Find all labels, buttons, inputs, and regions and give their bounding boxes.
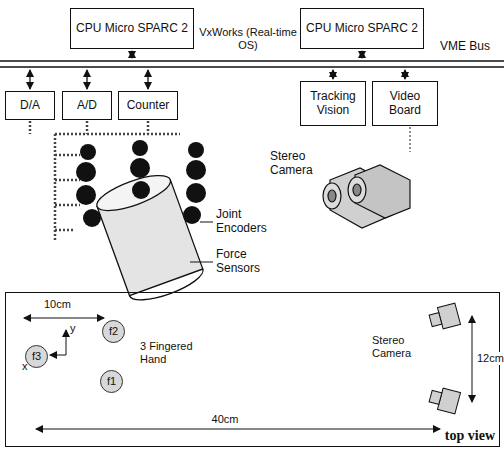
finger-circle: f2 — [102, 320, 125, 343]
board-box: D/A — [5, 91, 55, 120]
part-label: Stereo Camera — [270, 150, 330, 178]
finger-circle: f3 — [25, 345, 48, 368]
cpu-box: CPU Micro SPARC 2 — [300, 8, 424, 49]
cpu-box: CPU Micro SPARC 2 — [70, 8, 194, 49]
node-label: CPU Micro SPARC 2 — [76, 22, 188, 36]
part-label: Joint Encoders — [216, 208, 286, 236]
node-label: f3 — [32, 350, 41, 363]
node-label: Video Board — [377, 90, 433, 118]
dimension-label: 10cm — [44, 298, 84, 311]
board-box: Tracking Vision — [300, 81, 366, 126]
node-label: D/A — [20, 99, 40, 113]
dimension-label: 40cm — [205, 413, 245, 426]
part-label: Stereo Camera — [372, 334, 428, 359]
panel-title: top view — [445, 428, 495, 444]
part-label: Force Sensors — [216, 248, 286, 276]
board-box: A/D — [62, 91, 112, 120]
dimension-label: 12cm — [477, 352, 503, 365]
node-label: Tracking Vision — [305, 90, 361, 118]
node-label: Counter — [127, 99, 170, 113]
board-box: Video Board — [372, 81, 438, 126]
node-label: f2 — [109, 325, 118, 338]
top-view-panel: top view f2 f3 f1 — [5, 292, 500, 447]
axis-label: y — [70, 322, 82, 335]
finger-circle: f1 — [100, 370, 123, 393]
node-label: f1 — [107, 375, 116, 388]
bus-label: VME Bus — [440, 40, 502, 54]
node-label: CPU Micro SPARC 2 — [306, 22, 418, 36]
node-label: A/D — [77, 99, 97, 113]
part-label: 3 Fingered Hand — [140, 340, 220, 365]
board-box: Counter — [118, 91, 178, 120]
os-label: VxWorks (Real-time OS) — [198, 26, 298, 51]
axis-label: x — [22, 360, 34, 373]
